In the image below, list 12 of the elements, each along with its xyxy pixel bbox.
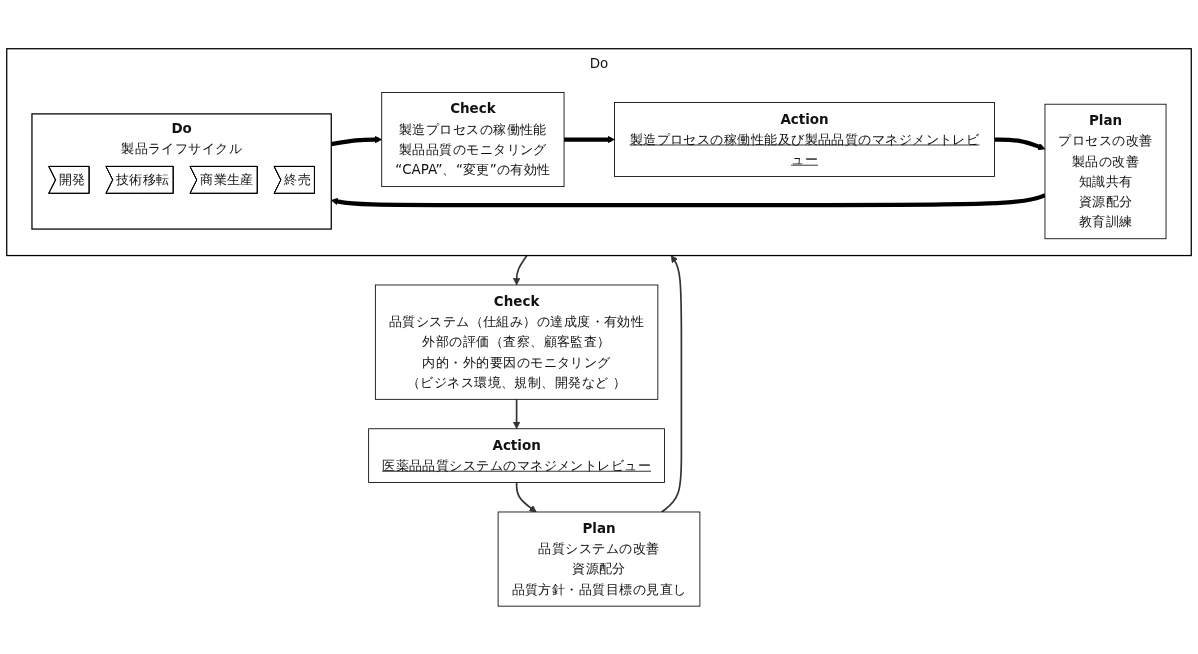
arrow	[515, 481, 537, 512]
arrow	[512, 398, 521, 429]
arrow	[660, 254, 683, 513]
node-box: Plan プロセスの改善 製品の改善 知識共有 資源配分 教育訓練	[1044, 103, 1167, 239]
node-box: Check 製造プロセスの稼働性能 製品品質のモニタリング “CAPA”、“変更”の有効性	[381, 91, 565, 187]
arrow	[564, 135, 615, 143]
arrow	[512, 254, 528, 285]
node-box: Action 製造プロセスの稼働性能及び製品品質のマネジメントレビュー	[614, 101, 995, 177]
node-box: Action 医薬品品質システムのマネジメントレビュー	[368, 427, 665, 483]
node-box: Check 品質システム（仕組み）の達成度・有効性 外部の評価（査察、顧客監査） 内的・外的要因のモニタリング （ビジネス環境、規制、開発など ）	[374, 284, 659, 400]
arrow	[994, 137, 1046, 150]
node-box: Plan 品質システムの改善 資源配分 品質方針・品質目標の見直し	[497, 511, 701, 607]
